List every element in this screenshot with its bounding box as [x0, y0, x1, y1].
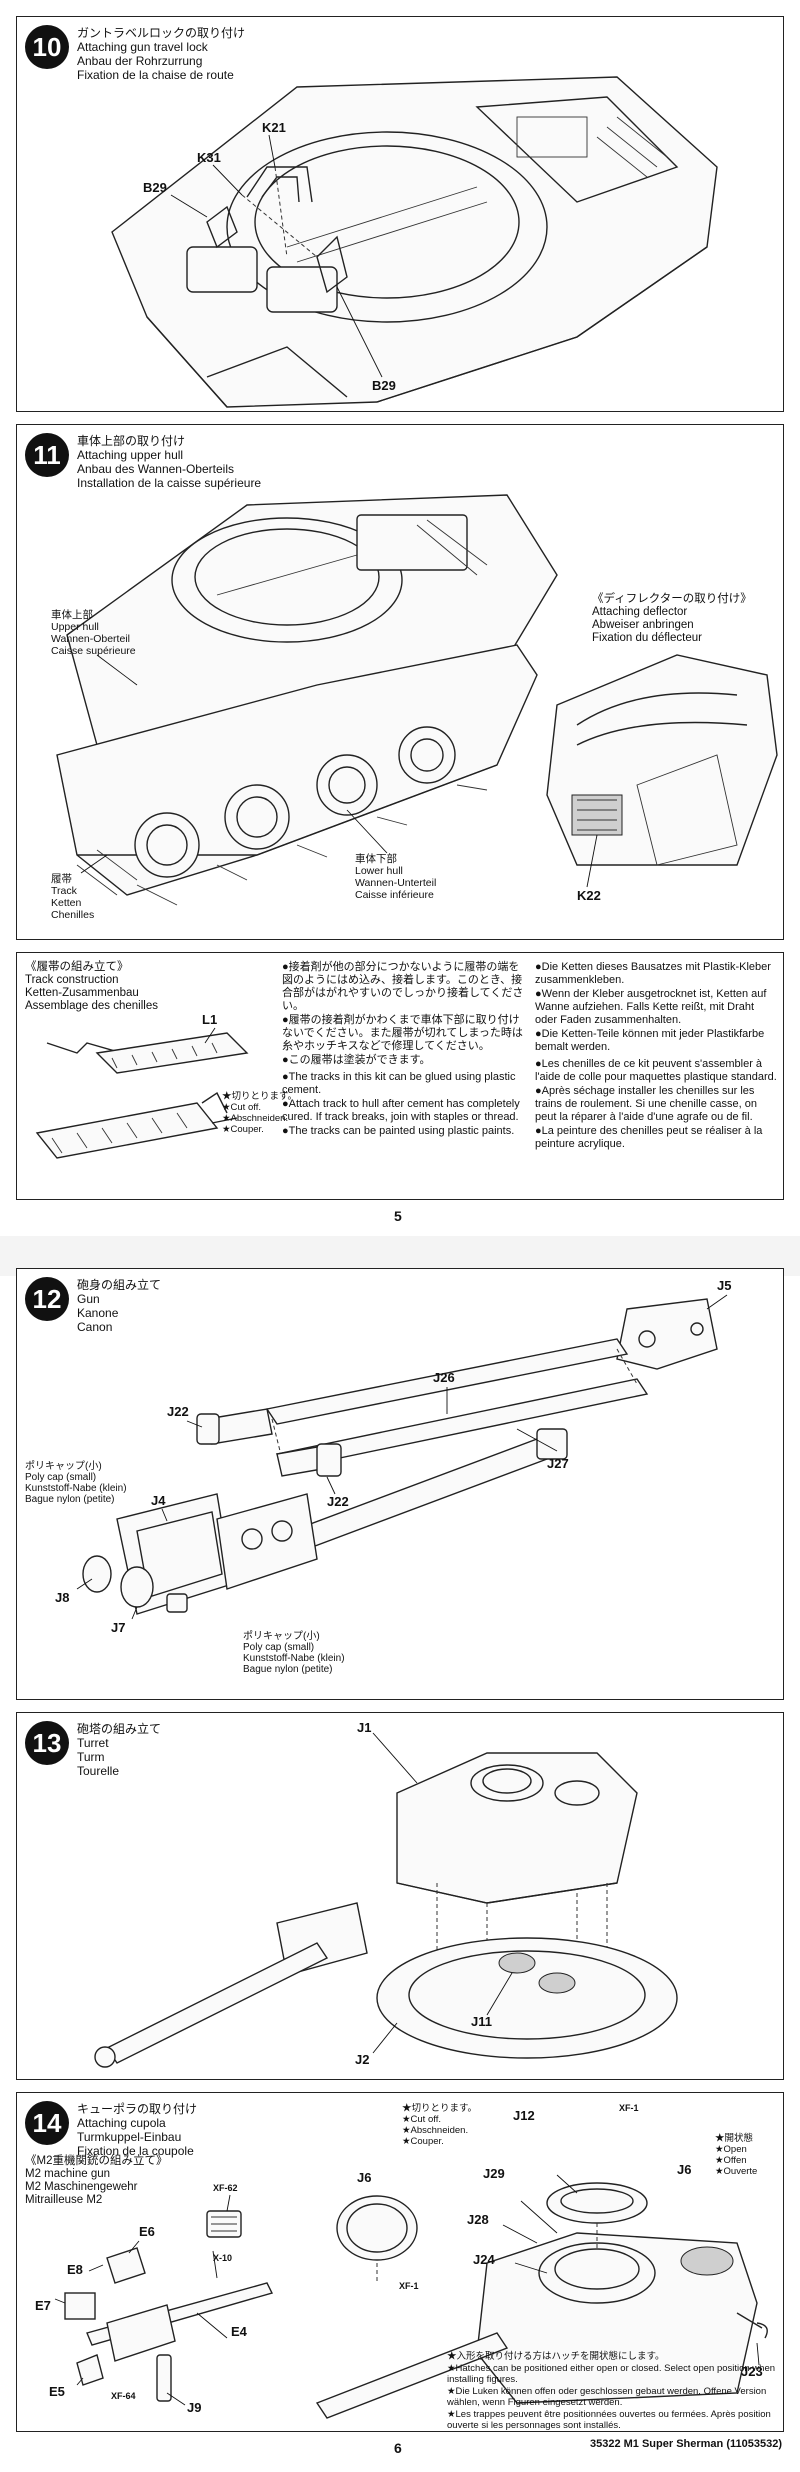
step-14-number: 14 [25, 2101, 69, 2145]
step-13-title-jp: 砲塔の組み立て [77, 1722, 162, 1736]
part-b29-bottom: B29 [372, 378, 396, 393]
step-13-header: 13 砲塔の組み立て Turret Turm Tourelle [25, 1721, 161, 1778]
track-text-de-fr: ●Die Ketten dieses Bausatzes mit Plastik… [535, 961, 777, 1150]
polycap-label-1: ポリキャップ(小) Poly cap (small) Kunststoff-Na… [25, 1461, 127, 1505]
track-text-jp-en: ●接着剤が他の部分につかないように履帯の端を図のようにはめ込み、接着します。この… [282, 961, 524, 1137]
part-j11: J11 [471, 2014, 492, 2029]
upper-hull-label: 車体上部 Upper hull Wannen-Oberteil Caisse s… [51, 609, 136, 657]
step-12-panel: 12 砲身の組み立て Gun Kanone Canon [16, 1268, 784, 1700]
hatch-note: ★入形を取り付ける方はハッチを開状態にします。 ★Hatches can be … [447, 2351, 776, 2431]
open-state-label: ★開状態 ★Open ★Offen ★Ouverte [715, 2133, 758, 2177]
step-14-illustration [54, 2174, 768, 2419]
track-construction-panel: 《履帯の組み立て》 Track construction Ketten-Zusa… [16, 952, 784, 1200]
track-construction-illustration [35, 1027, 249, 1159]
step-11-title-fr: Installation de la caisse supérieure [77, 476, 262, 490]
part-j6-right: J6 [677, 2162, 692, 2177]
polycap-label-2: ポリキャップ(小) Poly cap (small) Kunststoff-Na… [243, 1631, 345, 1675]
step-10-number: 10 [25, 25, 69, 69]
part-j1: J1 [357, 1720, 372, 1735]
step-11-title-de: Anbau des Wannen-Oberteils [77, 462, 234, 476]
step-14-title-en: Attaching cupola [77, 2116, 166, 2130]
step-12-title-fr: Canon [77, 1320, 113, 1334]
step-12-title-jp: 砲身の組み立て [77, 1278, 162, 1292]
deflector-label: 《ディフレクターの取り付け》 Attaching deflector Abwei… [592, 593, 752, 644]
part-j22-bottom: J22 [327, 1494, 349, 1509]
part-j7: J7 [111, 1620, 126, 1635]
part-e5: E5 [49, 2384, 65, 2399]
step-11-title-jp: 車体上部の取り付け [77, 434, 186, 448]
step-11-number: 11 [25, 433, 69, 477]
step-10-title-de: Anbau der Rohrzurrung [77, 54, 203, 68]
footer-product-code: 35322 M1 Super Sherman (11053532) [589, 2438, 782, 2450]
part-j24: J24 [473, 2252, 495, 2267]
step-10-title-en: Attaching gun travel lock [77, 40, 208, 54]
part-k22: K22 [577, 888, 601, 903]
step-14-title-de: Turmkuppel-Einbau [77, 2130, 182, 2144]
step-10-illustration [111, 76, 718, 408]
step-11-illustration [56, 494, 778, 906]
part-j8: J8 [55, 1590, 70, 1605]
track-label: 履帯 Track Ketten Chenilles [51, 873, 95, 921]
part-e8: E8 [67, 2262, 83, 2277]
step-12-illustration [76, 1294, 728, 1620]
step-14-panel: 14 キューポラの取り付け Attaching cupola Turmkuppe… [16, 2092, 784, 2432]
page-number-6: 6 [394, 2440, 402, 2456]
step-12-header: 12 砲身の組み立て Gun Kanone Canon [25, 1277, 161, 1334]
part-e4: E4 [231, 2324, 247, 2339]
lower-hull-label: 車体下部 Lower hull Wannen-Unterteil Caisse … [355, 853, 437, 901]
part-j23: J23 [741, 2364, 763, 2379]
part-j5: J5 [717, 1278, 732, 1293]
part-xf62: XF-62 [213, 2183, 238, 2193]
step-10-header: 10 ガントラベルロックの取り付け Attaching gun travel l… [25, 25, 245, 82]
step-14-header: 14 キューポラの取り付け Attaching cupola Turmkuppe… [25, 2101, 197, 2158]
part-j29: J29 [483, 2166, 505, 2181]
part-j9: J9 [187, 2400, 202, 2415]
step-12-number: 12 [25, 1277, 69, 1321]
step-14-title-jp: キューポラの取り付け [77, 2102, 198, 2116]
track-cutoff-note: ★切りとります。 ★Cut off. ★Abschneiden. ★Couper… [222, 1091, 298, 1135]
part-k31: K31 [197, 150, 221, 165]
step-13-title-de: Turm [77, 1750, 105, 1764]
step-13-title-en: Turret [77, 1736, 109, 1750]
step-11-panel: 11 車体上部の取り付け Attaching upper hull Anbau … [16, 424, 784, 940]
step-10-title-jp: ガントラベルロックの取り付け [77, 26, 246, 40]
step-10-panel: 10 ガントラベルロックの取り付け Attaching gun travel l… [16, 16, 784, 412]
part-j28: J28 [467, 2212, 489, 2227]
part-j2: J2 [355, 2052, 370, 2067]
page-number-5: 5 [394, 1208, 402, 1224]
step-12-title-en: Gun [77, 1292, 100, 1306]
part-j22-top: J22 [167, 1404, 189, 1419]
part-j12: J12 [513, 2108, 535, 2123]
part-b29-top: B29 [143, 180, 167, 195]
part-e6: E6 [139, 2224, 155, 2239]
step-13-title-fr: Tourelle [77, 1764, 120, 1778]
part-xf64: XF-64 [111, 2391, 136, 2401]
part-xf1-left: XF-1 [399, 2281, 419, 2291]
mg-title: 《M2重機関銃の組み立て》 M2 machine gun M2 Maschine… [25, 2155, 168, 2206]
part-j27: J27 [547, 1456, 569, 1471]
step-11-header: 11 車体上部の取り付け Attaching upper hull Anbau … [25, 433, 261, 490]
track-construction-title: 《履帯の組み立て》 Track construction Ketten-Zusa… [25, 961, 158, 1012]
part-xf1-right: XF-1 [619, 2103, 639, 2113]
part-l1: L1 [202, 1012, 218, 1027]
step-13-number: 13 [25, 1721, 69, 1765]
step-11-title-en: Attaching upper hull [77, 448, 184, 462]
part-x10: X-10 [213, 2253, 233, 2263]
step-12-title-de: Kanone [77, 1306, 119, 1320]
cupola-cutoff-note: ★切りとります。 ★Cut off. ★Abschneiden. ★Couper… [402, 2103, 478, 2147]
part-j26: J26 [433, 1370, 455, 1385]
part-j4: J4 [151, 1493, 166, 1508]
step-13-panel: 13 砲塔の組み立て Turret Turm Tourelle J1 J11 J… [16, 1712, 784, 2080]
part-e7: E7 [35, 2298, 51, 2313]
part-k21: K21 [262, 120, 286, 135]
part-j6-left: J6 [357, 2170, 372, 2185]
step-14-title-fr: Fixation de la coupole [77, 2144, 194, 2158]
step-13-illustration [94, 1732, 678, 2068]
step-10-title-fr: Fixation de la chaise de route [77, 68, 234, 82]
